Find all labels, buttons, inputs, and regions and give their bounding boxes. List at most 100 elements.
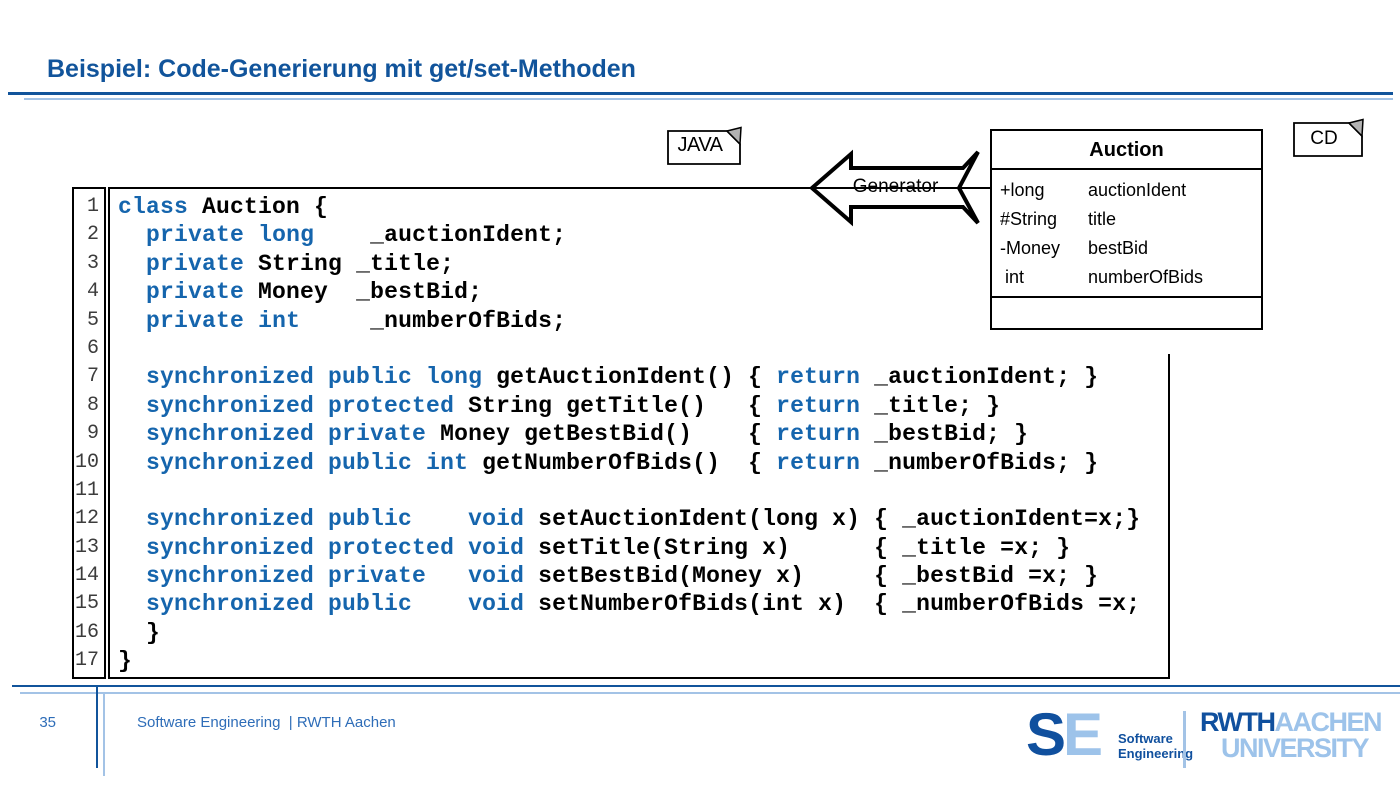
code-keyword: long	[258, 222, 315, 249]
code-text	[118, 251, 146, 277]
se-logo-caption: Software Engineering	[1118, 731, 1193, 761]
uml-attribute-name: bestBid	[1088, 238, 1149, 258]
code-text	[118, 506, 146, 532]
code-line	[118, 477, 1170, 505]
code-keyword: synchronized public	[146, 591, 413, 618]
code-line: }	[118, 647, 1170, 675]
footer-vertical-rule-dark	[96, 685, 98, 768]
code-text: setTitle(String x) { _title =x; }	[524, 534, 1071, 561]
code-text: _auctionIdent; }	[860, 364, 1099, 391]
se-logo-e: E	[1063, 701, 1103, 768]
code-text	[118, 450, 146, 476]
footer-vertical-rule-light	[103, 692, 105, 776]
code-text: String _title;	[244, 250, 455, 277]
code-line: synchronized protected String getTitle()…	[118, 392, 1170, 420]
code-line-number: 6	[86, 336, 99, 360]
uml-attribute-type: +long	[1000, 180, 1045, 200]
uml-attribute-type: #String	[1000, 209, 1058, 229]
code-text	[118, 563, 146, 589]
title-rule-light	[24, 98, 1393, 100]
code-keyword: private	[146, 307, 245, 334]
code-text	[118, 591, 146, 617]
uml-attribute-name: title	[1088, 209, 1117, 229]
code-text	[118, 393, 146, 419]
code-text: String getTitle() {	[454, 392, 777, 419]
code-keyword: synchronized protected	[146, 534, 455, 561]
code-line-number: 9	[86, 422, 99, 446]
code-text: _numberOfBids; }	[860, 449, 1099, 476]
code-text	[118, 279, 146, 305]
code-text	[412, 591, 468, 617]
code-line: synchronized public int getNumberOfBids(…	[118, 449, 1170, 477]
code-keyword: return	[776, 392, 861, 419]
logo-separator	[1183, 711, 1186, 768]
java-code-box: class Auction { private long _auctionIde…	[108, 187, 1170, 679]
code-line-number: 13	[74, 535, 99, 559]
code-keyword: void	[468, 534, 525, 561]
code-text: Auction {	[188, 194, 329, 220]
code-text	[118, 535, 146, 561]
page-title: Beispiel: Code-Generierung mit get/set-M…	[47, 55, 636, 83]
se-logo: SE	[1026, 701, 1103, 768]
code-keyword: synchronized public long	[146, 364, 483, 391]
code-line-number: 17	[74, 649, 99, 673]
generator-arrow-label: Generator	[852, 176, 939, 197]
code-line: synchronized protected void setTitle(Str…	[118, 534, 1170, 562]
code-text: }	[118, 648, 133, 675]
code-line-number: 8	[86, 393, 99, 417]
code-keyword: void	[468, 563, 525, 590]
code-text: setAuctionIdent(long x) { _auctionIdent=…	[524, 506, 1141, 533]
code-text: Money _bestBid;	[244, 279, 483, 306]
code-text: _numberOfBids;	[300, 307, 567, 334]
code-line: private String _title;	[118, 250, 1170, 278]
code-keyword: synchronized public int	[146, 449, 469, 476]
code-line: synchronized public void setNumberOfBids…	[118, 590, 1170, 618]
code-keyword: void	[468, 506, 525, 533]
java-tag-label: JAVA	[677, 134, 723, 156]
code-text: Money getBestBid() {	[426, 421, 777, 448]
code-line-number: 16	[74, 620, 99, 644]
code-line: synchronized public long getAuctionIdent…	[118, 363, 1170, 391]
code-line-number: 2	[86, 223, 99, 247]
code-keyword: class	[118, 194, 189, 220]
code-line-number: 1	[86, 195, 99, 218]
se-logo-caption-line2: Engineering	[1118, 746, 1194, 761]
footer-text: Software Engineering | RWTH Aachen	[137, 714, 396, 731]
page-number: 35	[39, 714, 56, 731]
code-text	[426, 563, 468, 589]
code-line: private long _auctionIdent;	[118, 221, 1170, 249]
se-logo-caption-line1: Software	[1118, 731, 1173, 746]
rwth-logo-university: UNIVERSITY	[1220, 733, 1370, 763]
code-text	[454, 535, 468, 561]
code-text: }	[118, 619, 161, 646]
code-text: setBestBid(Money x) { _bestBid =x; }	[524, 563, 1099, 590]
uml-attribute-type: -Money	[1000, 238, 1061, 258]
code-line: }	[118, 619, 1170, 647]
rwth-aachen-logo: RWTHAACHEN UNIVERSITY	[1200, 709, 1383, 763]
code-keyword: private	[146, 222, 245, 249]
footer-rule-light	[20, 692, 1400, 694]
code-line: private int _numberOfBids;	[118, 307, 1170, 335]
code-text	[118, 308, 146, 334]
code-keyword: private	[146, 279, 245, 306]
code-keyword: synchronized private	[146, 421, 427, 448]
code-keyword: synchronized protected	[146, 392, 455, 419]
uml-attribute-row: #String title	[1000, 205, 1261, 234]
uml-attribute-type: int	[1000, 267, 1025, 287]
code-text: setNumberOfBids(int x) { _numberOfBids =…	[524, 591, 1141, 618]
code-line: synchronized private Money getBestBid() …	[118, 420, 1170, 448]
se-logo-s: S	[1026, 701, 1066, 768]
code-text: getNumberOfBids() {	[468, 449, 777, 476]
code-keyword: private	[146, 250, 245, 277]
rwth-logo-aachen: AACHEN	[1274, 707, 1383, 737]
code-text: _bestBid; }	[860, 421, 1029, 448]
code-box-right-border	[1168, 354, 1170, 679]
code-line: private Money _bestBid;	[118, 278, 1170, 306]
code-keyword: int	[258, 307, 301, 334]
code-line-number: 7	[86, 365, 99, 389]
uml-attribute-name: numberOfBids	[1088, 267, 1204, 287]
code-text	[118, 364, 146, 390]
